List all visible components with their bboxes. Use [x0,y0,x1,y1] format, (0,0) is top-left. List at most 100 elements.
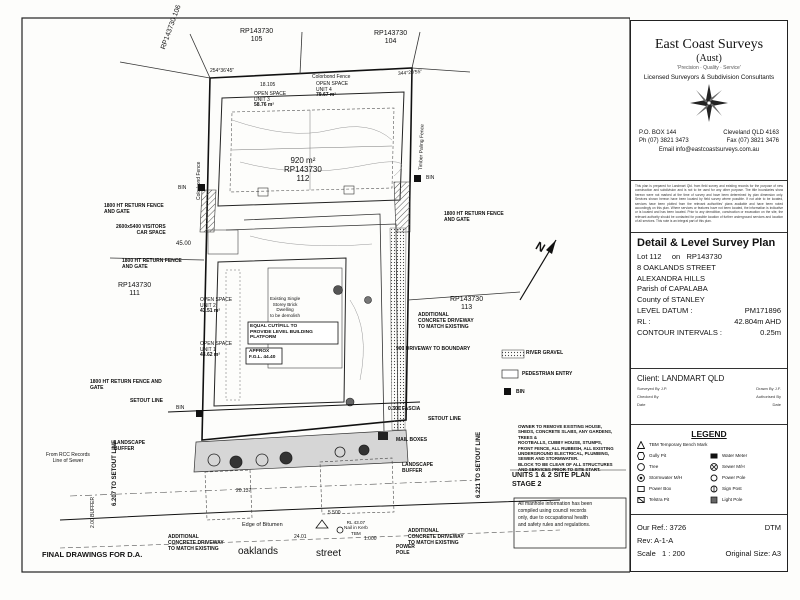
legend-label: Tree [649,464,659,469]
fence-hatch-right [393,181,411,233]
legend-row: Tree Sewer M/H [631,461,787,472]
contour-label: CONTOUR INTERVALS : [637,327,723,337]
crossover-left [204,469,253,521]
internal-wall [231,145,393,151]
neighbour-line [119,61,211,79]
bin-symbol-right [414,175,421,182]
rp-number: RP143730 [240,28,274,35]
legend-title: LEGEND [691,429,727,439]
title-block: East Coast Surveys (Aust) 'Precision · Q… [630,20,788,572]
legend-row: Power Box Sign Post [631,483,787,494]
setout-line [167,401,421,413]
date-row: Date Date [631,401,787,409]
legend-label: Sewer M/H [722,464,745,469]
our-ref: Our Ref.: 3726 [637,521,686,534]
surveyed-row: Surveyed By J.P. Drawn By J.F. [631,385,787,393]
firm-sub: (Aust) [696,53,722,64]
authorised-by: Authorised By [756,394,781,399]
rl-line: RL :42.804m AHD [631,317,787,328]
kerb-line [59,499,561,521]
bin-symbol-bottom [196,410,203,417]
legend-row: Stormwater M/H Power Pole [631,472,787,483]
checked-by: Checked By [637,394,659,399]
open-space-label: OPEN SPACE UNIT 3 [254,91,287,103]
pedestrian-entry-swatch [501,369,519,379]
lot-number: 113 [460,304,473,311]
drawn-by-value: J.F. [774,386,781,391]
tbm-symbol [315,519,329,529]
date-2: Date [772,402,781,407]
datum-line: LEVEL DATUM :PM171896 [631,306,787,317]
site-plan-drawing [21,17,630,573]
dim-2401-label: 24.01 [294,534,307,540]
rev-row: Rev: A-1-A [631,534,787,547]
compass-rose-icon [690,84,728,122]
po-box: P.O. BOX 144 [639,130,677,136]
driveway-edge [243,213,385,433]
surveyed-by-label: Surveyed By [637,386,660,391]
mail-boxes-label: MAIL BOXES [396,437,428,443]
fence-hatch-left [199,189,217,233]
detail-title: Detail & Level Survey Plan [637,237,776,249]
approx-fgl-box [245,347,283,365]
sheet-border [21,17,630,573]
landscape-shrubs [207,444,370,469]
add-driveway-bottom-right: ADDITIONAL CONCRETE DRIVEWAY TO MATCH EX… [408,528,464,546]
return-fence-tr: 1800 HT RETURN FENCE AND GATE [444,211,504,223]
legend-label: Water Meter [722,453,748,458]
drawn-by-label: Drawn By [756,386,774,391]
bin-right-label: BIN [426,175,435,181]
parish-line: Parish of CAPALABA [637,284,708,294]
legend-section: LEGEND TBM Temporary Bench Mark Gully Pi… [631,425,787,515]
legend-label: Power Pole [722,475,746,480]
units-1-2-footprint [213,257,347,407]
our-ref-value: 3726 [669,523,687,532]
sign-post-icon [709,485,718,493]
dim-1000-label: 1.000 [364,536,377,542]
neighbour-line [411,67,471,73]
street-name-street: street [316,548,342,559]
checked-row: Checked By Authorised By [631,393,787,401]
colorbond-fence-label: Colorbond Fence [312,74,351,80]
surveyed-by-value: J.P. [660,386,668,391]
manhole-note: All manhole information has been compile… [518,501,593,528]
legend-sewer-mh: Sewer M/H [709,461,782,472]
manhole-note-box [513,497,627,549]
lot-boundary [201,67,413,441]
open-space-area: 43.62 m² [200,352,221,359]
bin-symbol-left [198,184,205,191]
open-space-label: OPEN SPACE UNIT 2 [200,297,233,309]
return-fence-ml: 1800 HT RETURN FENCE AND GATE [122,258,182,270]
contour-line [349,299,364,381]
dim-2013-label: 20.137 [236,488,252,494]
street-name-oaklands: oaklands [238,546,279,557]
rp-number: RP143730 [118,282,152,289]
existing-dwelling-outline [267,267,343,369]
open-space-area: 58.76 m² [254,102,275,109]
date-1: Date [637,402,646,407]
equal-cut-label: EQUAL CUT/FILL TO PROVIDE LEVEL BUILDING… [250,324,313,341]
fax: Fax (07) 3821 3476 [726,138,779,144]
legend-label: Light Pole [722,497,743,502]
light-pole-icon [709,496,718,504]
bearing-top: 254°36'45" [210,68,235,74]
legend-power-box: Power Box [636,483,709,494]
lot-number: 105 [250,36,263,43]
suburb-line: ALEXANDRA HILLS [637,273,705,283]
client-section: Client: LANDMART QLD Surveyed By J.P.Dra… [631,369,787,425]
firm-licensed: Licensed Surveyors & Subdivision Consult… [643,74,775,81]
legend-tbm: TBM Temporary Bench Mark [636,439,782,450]
rp-number: RP143730 [450,296,484,303]
scale-label: Scale [637,549,656,558]
shrub [358,444,370,456]
rp-number: RP143730 [374,30,408,37]
contour-line [239,161,403,177]
lot-number: 111 [129,290,140,297]
revision: Rev: A-1-A [637,536,674,545]
tree-group [333,285,372,407]
